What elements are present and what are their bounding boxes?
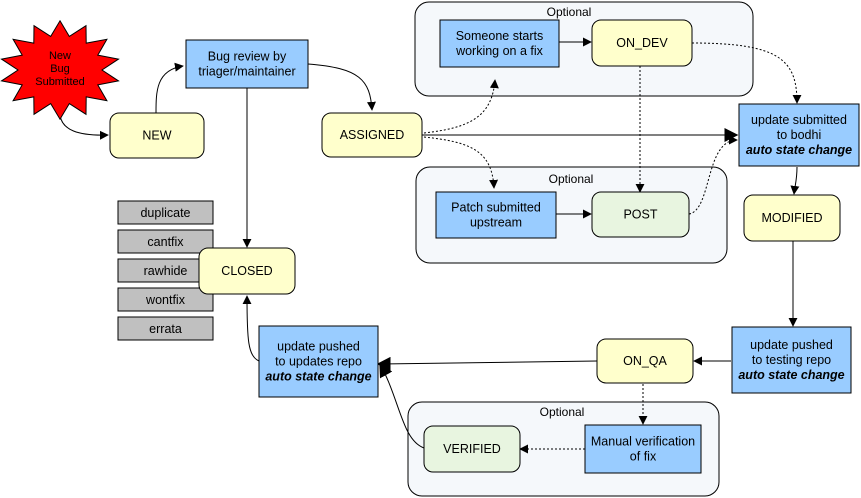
resolution-errata: errata (117, 316, 214, 341)
node-on-qa: ON_QA (596, 338, 694, 384)
node-label: ASSIGNED (340, 128, 405, 142)
node-label: NEW (142, 128, 171, 142)
node-label: working on a fix (455, 44, 544, 58)
node-label: Patch submitted (451, 200, 541, 214)
node-assigned-box (321, 112, 423, 158)
node-label: ON_DEV (616, 36, 668, 50)
optional-group-middle-label: Optional (549, 172, 594, 186)
node-label: of fix (630, 449, 657, 463)
node-assigned: ASSIGNED (321, 112, 423, 158)
node-label: Someone starts (456, 29, 544, 43)
node-label: update pushed (277, 339, 360, 353)
node-label: triager/maintainer (198, 64, 295, 78)
node-label: to updates repo (275, 354, 362, 368)
resolution-label: wontfix (145, 293, 186, 307)
node-label: MODIFIED (761, 211, 822, 225)
resolution-label: cantfix (147, 235, 184, 249)
resolution-duplicate: duplicate (117, 200, 214, 225)
resolution-label: errata (149, 322, 182, 336)
resolution-rawhide: rawhide (117, 258, 214, 283)
resolution-label: rawhide (144, 264, 188, 278)
node-label: Bug review by (208, 49, 287, 63)
edge-onqa-to-updates (376, 356, 598, 371)
node-new-box (109, 112, 205, 159)
node-label: Manual verification (591, 434, 695, 448)
node-label: VERIFIED (443, 442, 501, 456)
node-verified: VERIFIED (423, 425, 521, 473)
edge-new-to-review (155, 62, 184, 114)
edge-updates-to-closed (242, 295, 260, 362)
edge-assigned-to-patch (423, 136, 499, 189)
start-line-1: Bug (50, 63, 70, 75)
auto-state-change-label: auto state change (746, 143, 852, 157)
node-bug-review-box (185, 39, 309, 89)
edge-review-to-assigned (307, 63, 376, 111)
edge-bodhi-to-modified (790, 166, 800, 195)
node-label: POST (623, 207, 657, 221)
node-closed-box (198, 247, 296, 295)
edge-start-to-new (59, 114, 109, 140)
node-label: to testing repo (752, 353, 831, 367)
node-label: to bodhi (777, 128, 821, 142)
start-line-2: Submitted (35, 76, 85, 88)
node-manual-verification-box (584, 424, 702, 474)
edge-post-to-bodhi (688, 135, 738, 215)
node-on-dev-box (591, 19, 693, 67)
node-update-bodhi-box (738, 103, 860, 167)
node-modified: MODIFIED (743, 194, 841, 242)
node-update-updates-box (258, 325, 379, 398)
resolution-cantfix: cantfix (117, 229, 214, 254)
node-label: ON_QA (623, 354, 667, 368)
node-post: POST (591, 191, 690, 238)
node-patch-upstream-box (435, 191, 557, 239)
connectors (59, 37, 802, 454)
node-new: NEW (109, 112, 205, 159)
optional-group-bottom-label: Optional (540, 405, 585, 419)
resolution-label: duplicate (140, 206, 190, 220)
node-post-box (591, 191, 690, 238)
resolution-list: duplicate cantfix rawhide wontfix errata (117, 200, 214, 341)
node-on-qa-box (596, 338, 694, 384)
node-label: update pushed (750, 338, 833, 352)
node-label: CLOSED (221, 264, 272, 278)
optional-group-top-label: Optional (547, 5, 592, 19)
resolution-wontfix: wontfix (117, 287, 214, 312)
auto-state-change-label: auto state change (738, 368, 844, 382)
node-closed: CLOSED (198, 247, 296, 295)
optional-group-middle: Optional (415, 166, 728, 264)
edge-verified-to-updates (379, 362, 425, 449)
node-modified-box (743, 194, 841, 242)
node-label: upstream (470, 215, 522, 229)
node-update-testing-box (731, 326, 852, 394)
node-label: update submitted (751, 113, 847, 127)
auto-state-change-label: auto state change (265, 369, 371, 383)
edge-assigned-to-someone (423, 79, 499, 134)
node-on-dev: ON_DEV (591, 19, 693, 67)
node-verified-box (423, 425, 521, 473)
start-line-0: New (49, 50, 71, 62)
node-someone-starts-box (439, 19, 560, 68)
